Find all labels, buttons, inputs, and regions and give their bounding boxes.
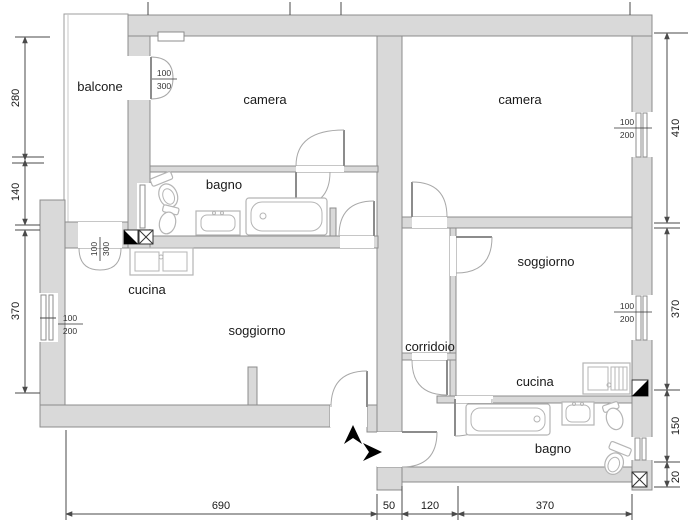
door-balcone-camera — [150, 56, 174, 100]
room-label-balcone: balcone — [77, 79, 123, 94]
label-window-camera-num: 100 — [620, 117, 634, 127]
toilet-fixture — [149, 171, 179, 208]
door-camera-right — [411, 181, 448, 218]
dim-120: 120 — [421, 500, 439, 512]
dim-370-left: 370 — [10, 302, 22, 320]
dim-20: 20 — [670, 471, 682, 483]
dim-50: 50 — [383, 500, 395, 512]
room-label-cucina-right: cucina — [516, 374, 554, 389]
label-window-left-den: 200 — [63, 326, 77, 336]
dim-150: 150 — [670, 417, 682, 435]
room-label-soggiorno-right: soggiorno — [517, 254, 574, 269]
dimension-lines: 280 140 370 410 370 150 20 690 50 120 37… — [10, 2, 688, 520]
window-bagno-right-icon — [634, 437, 641, 461]
room-label-camera-left: camera — [243, 92, 287, 107]
dim-690: 690 — [212, 500, 230, 512]
door-entrance-left — [330, 370, 368, 408]
bidet-right-fixture — [601, 401, 624, 431]
entrance-arrow-up-icon — [344, 425, 362, 444]
door-balcone-cucina — [78, 247, 122, 271]
label-window-left-num: 100 — [63, 313, 77, 323]
sink-right-fixture — [561, 401, 595, 426]
dim-410: 410 — [670, 119, 682, 137]
window-bagno-left-icon — [139, 184, 146, 229]
label-window-soggiorno-den: 200 — [620, 314, 634, 324]
dim-370-right: 370 — [670, 300, 682, 318]
bidet-fixture — [158, 204, 180, 235]
label-door-cucina-num: 100 — [89, 242, 99, 256]
kitchen-sink-left-fixture — [129, 247, 194, 276]
window-soggiorno-right-icon — [635, 295, 642, 341]
label-window-soggiorno-num: 100 — [620, 301, 634, 311]
room-label-cucina-left: cucina — [128, 282, 166, 297]
shaft-symbols — [123, 229, 649, 488]
dim-370-bottom: 370 — [536, 500, 554, 512]
room-label-soggiorno-left: soggiorno — [228, 323, 285, 338]
entrance-arrows — [344, 425, 382, 461]
bathtub-right-fixture — [465, 403, 551, 436]
bathtub-fixture — [245, 197, 328, 236]
room-labels: balcone camera camera bagno cucina soggi… — [77, 79, 574, 456]
label-window-camera-den: 200 — [620, 130, 634, 140]
door-soggiorno-left — [338, 200, 375, 237]
dim-140: 140 — [10, 183, 22, 201]
dim-280: 280 — [10, 89, 22, 107]
toilet-right-fixture — [604, 440, 632, 475]
fixtures — [129, 171, 632, 475]
room-label-bagno-right: bagno — [535, 441, 571, 456]
opening-labels: 100 300 100 300 100 200 100 200 100 200 — [40, 68, 652, 336]
window-camera-right-icon — [635, 112, 642, 158]
room-label-bagno-left: bagno — [206, 177, 242, 192]
door-camera-left — [295, 129, 345, 167]
entrance-arrow-right-icon — [363, 443, 382, 461]
label-door-cucina-den: 300 — [101, 242, 111, 256]
sink-fixture — [195, 210, 241, 236]
door-corridoio — [411, 359, 448, 396]
label-door-balcone-num: 100 — [157, 68, 171, 78]
label-door-balcone-den: 300 — [157, 81, 171, 91]
room-label-corridoio: corridoio — [405, 339, 455, 354]
balcony-outline — [63, 13, 129, 223]
radiator-icon — [157, 31, 185, 42]
door-entrance-right — [401, 431, 438, 468]
kitchen-sink-right-fixture — [582, 362, 631, 395]
door-soggiorno-right — [455, 236, 493, 274]
room-label-camera-right: camera — [498, 92, 542, 107]
